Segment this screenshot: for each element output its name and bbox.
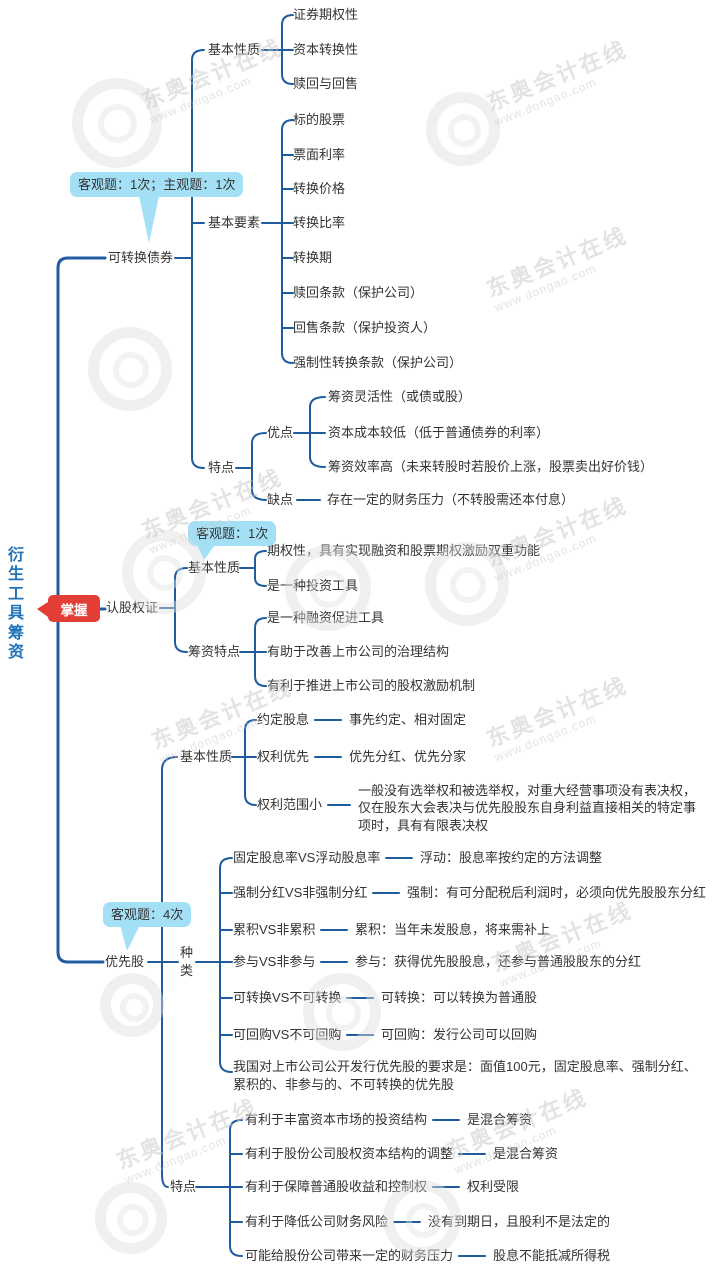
node-basic-nature: 基本性质 bbox=[188, 560, 241, 575]
leaf-item: 有利于推进上市公司的股权激励机制 bbox=[267, 678, 476, 693]
leaf-item: 回售条款（保护投资人） bbox=[293, 320, 437, 335]
callout-tail bbox=[139, 196, 159, 243]
desc-item: 股息不能抵减所得税 bbox=[493, 1248, 611, 1263]
term-item: 约定股息 bbox=[257, 712, 310, 727]
leaf-item: 赎回条款（保护公司） bbox=[293, 285, 424, 300]
leaf-item: 证券期权性 bbox=[293, 7, 359, 22]
node-financing-features: 筹资特点 bbox=[188, 644, 241, 659]
leaf-item: 强制性转换条款（保护公司） bbox=[293, 355, 463, 370]
leaf-item: 期权性，具有实现融资和股票期权激励双重功能 bbox=[267, 543, 541, 558]
desc-item: 事先约定、相对固定 bbox=[349, 712, 467, 727]
node-features: 特点 bbox=[208, 460, 235, 475]
term-item: 权利范围小 bbox=[257, 797, 323, 812]
desc-item: 可回购：发行公司可以回购 bbox=[381, 1027, 538, 1042]
desc-item: 是混合筹资 bbox=[493, 1146, 559, 1161]
term-item: 固定股息率VS浮动股息率 bbox=[233, 850, 381, 865]
leaf-item: 资本成本较低（低于普通债券的利率） bbox=[328, 425, 550, 440]
desc-item: 是混合筹资 bbox=[467, 1112, 533, 1127]
callout-warrant-frequency: 客观题：1次 bbox=[188, 521, 277, 546]
leaf-note: 我国对上市公司公开发行优先股的要求是：面值100元，固定股息率、强制分红、累积的… bbox=[233, 1059, 697, 1092]
term-item: 可能给股份公司带来一定的财务压力 bbox=[245, 1248, 454, 1263]
term-item: 有利于保障普通股收益和控制权 bbox=[245, 1179, 428, 1194]
leaf-item: 是一种融资促进工具 bbox=[267, 610, 385, 625]
desc-item: 浮动：股息率按约定的方法调整 bbox=[420, 850, 603, 865]
leaf-item: 资本转换性 bbox=[293, 42, 359, 57]
callout-convertible-frequency: 客观题：1次；主观题：1次 bbox=[70, 172, 244, 197]
desc-item: 可转换：可以转换为普通股 bbox=[381, 990, 538, 1005]
node-basic-elements: 基本要素 bbox=[208, 215, 261, 230]
desc-item: 参与：获得优先股股息，还参与普通股股东的分红 bbox=[355, 954, 642, 969]
node-cons: 缺点 bbox=[267, 492, 294, 507]
node-features: 特点 bbox=[170, 1179, 197, 1194]
node-basic-nature: 基本性质 bbox=[208, 42, 261, 57]
branch-convertible-bond: 可转换债券 bbox=[108, 250, 174, 265]
leaf-item: 标的股票 bbox=[293, 112, 346, 127]
term-item: 累积VS非累积 bbox=[233, 922, 316, 937]
root-topic: 衍生工具筹资 bbox=[8, 547, 26, 662]
term-item: 参与VS非参与 bbox=[233, 954, 316, 969]
term-item: 强制分红VS非强制分红 bbox=[233, 885, 368, 900]
desc-item: 累积：当年未发股息，将来需补上 bbox=[355, 922, 551, 937]
desc-item: 没有到期日，且股利不是法定的 bbox=[428, 1214, 611, 1229]
callout-tail bbox=[197, 545, 215, 560]
callout-preferred-frequency: 客观题：4次 bbox=[103, 902, 192, 927]
branch-preferred-stock: 优先股 bbox=[105, 954, 145, 969]
desc-item: 强制：有可分配税后利润时，必须向优先股股东分红 bbox=[407, 885, 707, 900]
term-item: 可回购VS不可回购 bbox=[233, 1027, 342, 1042]
leaf-item: 转换价格 bbox=[293, 181, 346, 196]
leaf-item: 转换期 bbox=[293, 250, 333, 265]
leaf-item: 转换比率 bbox=[293, 215, 346, 230]
term-item: 有利于丰富资本市场的投资结构 bbox=[245, 1112, 428, 1127]
leaf-item: 是一种投资工具 bbox=[267, 578, 359, 593]
callout-tail bbox=[120, 925, 140, 951]
node-basic-nature: 基本性质 bbox=[180, 749, 233, 764]
leaf-item: 票面利率 bbox=[293, 147, 346, 162]
node-pros: 优点 bbox=[267, 425, 294, 440]
branch-warrant: 认股权证 bbox=[106, 600, 159, 615]
mastery-badge: 掌握 bbox=[48, 595, 100, 622]
term-item: 可转换VS不可转换 bbox=[233, 990, 342, 1005]
node-types: 种类 bbox=[180, 945, 194, 978]
leaf-item: 筹资灵活性（或债或股） bbox=[328, 389, 472, 404]
desc-item: 权利受限 bbox=[467, 1179, 520, 1194]
term-item: 有利于股份公司股权资本结构的调整 bbox=[245, 1146, 454, 1161]
badge-arrow bbox=[37, 602, 48, 617]
term-item: 权利优先 bbox=[257, 749, 310, 764]
desc-item: 一般没有选举权和被选举权，对重大经营事项没有表决权，仅在股东大会表决与优先股股东… bbox=[358, 783, 697, 833]
leaf-item: 筹资效率高（未来转股时若股价上涨，股票卖出好价钱） bbox=[328, 459, 654, 474]
leaf-item: 存在一定的财务压力（不转股需还本付息） bbox=[327, 492, 575, 507]
leaf-item: 有助于改善上市公司的治理结构 bbox=[267, 644, 450, 659]
leaf-item: 赎回与回售 bbox=[293, 76, 359, 91]
term-item: 有利于降低公司财务风险 bbox=[245, 1214, 389, 1229]
desc-item: 优先分红、优先分家 bbox=[349, 749, 467, 764]
